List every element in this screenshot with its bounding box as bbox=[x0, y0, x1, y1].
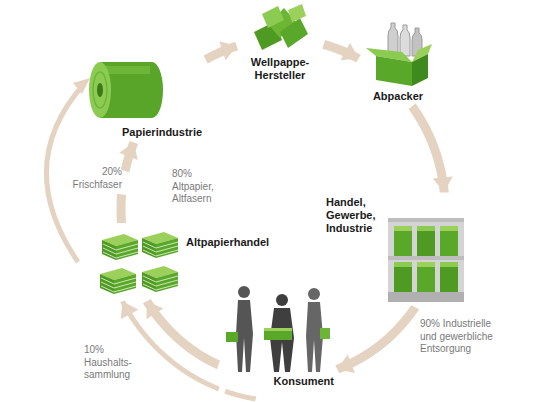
icon-part bbox=[276, 294, 288, 306]
flow-share-note: 80% Altpapier, Altfasern bbox=[172, 168, 232, 206]
icon-part bbox=[264, 328, 292, 331]
process-node: Konsument bbox=[222, 282, 334, 388]
node-label: Handel, Gewerbe, Industrie bbox=[326, 196, 386, 236]
icon-part bbox=[97, 83, 103, 97]
icon-part bbox=[142, 266, 178, 292]
icon-part bbox=[308, 288, 320, 300]
icon-part bbox=[394, 230, 412, 256]
icon-part bbox=[142, 232, 178, 258]
cycle-line bbox=[123, 301, 256, 399]
arrowhead bbox=[121, 301, 139, 319]
icon-part bbox=[320, 328, 330, 339]
icon-part bbox=[400, 25, 410, 56]
icon-part bbox=[417, 230, 435, 256]
arrowhead bbox=[146, 301, 163, 319]
node-label: Altpapierhandel bbox=[186, 236, 269, 249]
icon-part bbox=[93, 72, 107, 108]
process-node: Wellpappe-Hersteller bbox=[240, 2, 320, 82]
cycle-arrow bbox=[337, 307, 415, 373]
icon-part bbox=[394, 226, 412, 231]
icon-part bbox=[394, 266, 412, 292]
node-label: Wellpappe-Hersteller bbox=[240, 56, 320, 82]
icon-part bbox=[388, 218, 464, 302]
icon-part bbox=[280, 18, 308, 48]
icon-part bbox=[388, 292, 464, 302]
cycle-arrow bbox=[412, 106, 453, 192]
process-node: Papierindustrie bbox=[84, 56, 202, 139]
process-node: Handel, Gewerbe, Industrie bbox=[326, 196, 466, 304]
icon-part bbox=[100, 268, 136, 294]
cycle-line bbox=[147, 301, 219, 365]
icon-part bbox=[440, 230, 458, 256]
icon-part bbox=[440, 226, 458, 231]
icon-part bbox=[89, 62, 111, 118]
flow-share-note: 20% Frischfaser bbox=[64, 166, 122, 191]
flow-share-note: 10% Haushalts-sammlung bbox=[84, 344, 142, 382]
paper-roll-icon bbox=[84, 56, 164, 124]
icon-part bbox=[440, 262, 458, 267]
icon-part bbox=[388, 256, 464, 260]
icon-part bbox=[104, 66, 150, 74]
process-node: Altpapierhandel bbox=[98, 226, 269, 298]
cycle-arrow bbox=[121, 301, 256, 399]
process-node: Abpacker bbox=[362, 22, 434, 103]
packed-box-icon bbox=[362, 22, 434, 88]
node-label: Konsument bbox=[274, 375, 335, 388]
icon-part bbox=[376, 56, 412, 86]
icon-part bbox=[264, 328, 292, 340]
node-label: Papierindustrie bbox=[122, 126, 202, 139]
icon-part bbox=[417, 226, 435, 231]
arrowhead bbox=[341, 43, 359, 61]
icon-part bbox=[388, 218, 464, 222]
icon-part bbox=[238, 286, 250, 298]
store-shelf-icon bbox=[386, 212, 466, 304]
cardboard-sheets-icon bbox=[250, 2, 310, 54]
icon-part bbox=[102, 234, 138, 260]
icon-part bbox=[262, 6, 284, 28]
arrowhead bbox=[433, 176, 453, 192]
cycle-arrow bbox=[324, 43, 359, 61]
icon-part bbox=[226, 332, 238, 342]
icon-part bbox=[412, 54, 428, 86]
inflow-arrowhead bbox=[73, 78, 90, 94]
icon-part bbox=[417, 262, 435, 267]
icon-part bbox=[394, 262, 412, 267]
cycle-arrow bbox=[206, 41, 237, 60]
icon-part bbox=[236, 300, 253, 372]
icon-part bbox=[417, 266, 435, 292]
consumers-icon bbox=[222, 282, 334, 374]
arrowhead bbox=[119, 142, 138, 160]
inflow-arc bbox=[46, 84, 84, 262]
node-label: Abpacker bbox=[373, 90, 423, 103]
arrowhead bbox=[219, 41, 236, 60]
paper-stacks-icon bbox=[98, 226, 184, 298]
flow-share-note: 90% Industrielle und gewerbliche Entsorg… bbox=[420, 318, 510, 356]
icon-part bbox=[440, 266, 458, 292]
arrowhead bbox=[337, 354, 355, 373]
icon-part bbox=[288, 4, 306, 22]
cycle-arrow bbox=[146, 301, 218, 365]
